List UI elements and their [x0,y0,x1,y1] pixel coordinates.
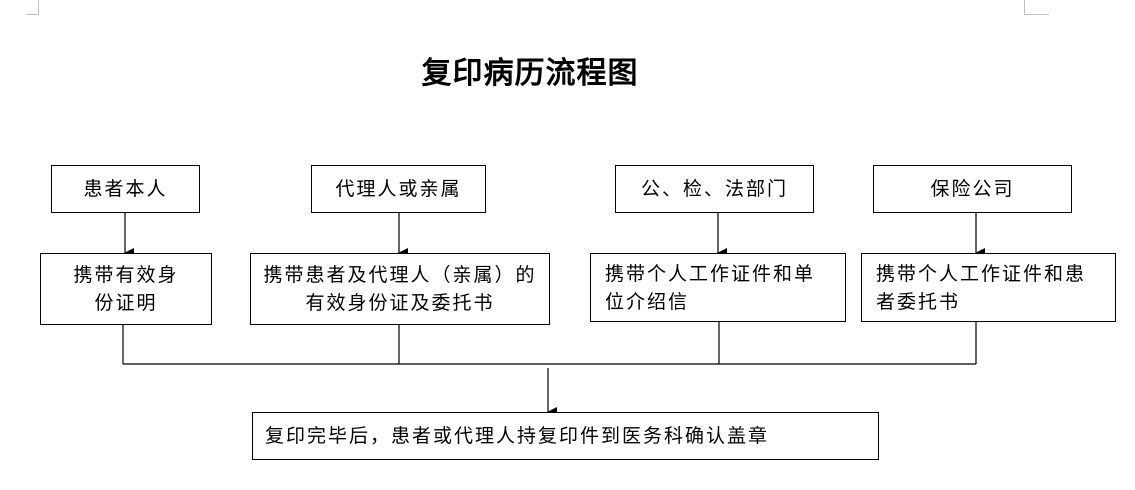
page-corner-mark-left [26,0,39,15]
document-requirement: 携带个人工作证件和单位介绍信 [605,262,816,313]
requester-box-legal: 公、检、法部门 [615,165,814,213]
requester-label: 公、检、法部门 [640,178,788,200]
page-corner-mark-right [1024,0,1049,15]
requester-label: 患者本人 [83,178,168,200]
final-step-text: 复印完毕后，患者或代理人持复印件到医务科确认盖章 [265,425,770,447]
requester-label: 代理人或亲属 [335,178,462,200]
requester-box-insurance: 保险公司 [873,165,1072,213]
document-requirement: 携带患者及代理人（亲属）的有效身份证及委托书 [263,264,537,314]
requester-box-patient: 患者本人 [51,165,200,213]
document-box-insurance: 携带个人工作证件和患者委托书 [861,253,1116,322]
document-requirement: 携带有效身份证明 [73,264,179,314]
document-box-patient: 携带有效身份证明 [40,253,212,325]
document-box-legal: 携带个人工作证件和单位介绍信 [590,253,846,322]
document-box-agent: 携带患者及代理人（亲属）的有效身份证及委托书 [250,253,550,325]
requester-box-agent: 代理人或亲属 [311,165,486,213]
final-step-box: 复印完毕后，患者或代理人持复印件到医务科确认盖章 [252,412,879,460]
document-requirement: 携带个人工作证件和患者委托书 [876,262,1087,313]
requester-label: 保险公司 [930,178,1015,200]
diagram-title: 复印病历流程图 [421,56,639,91]
